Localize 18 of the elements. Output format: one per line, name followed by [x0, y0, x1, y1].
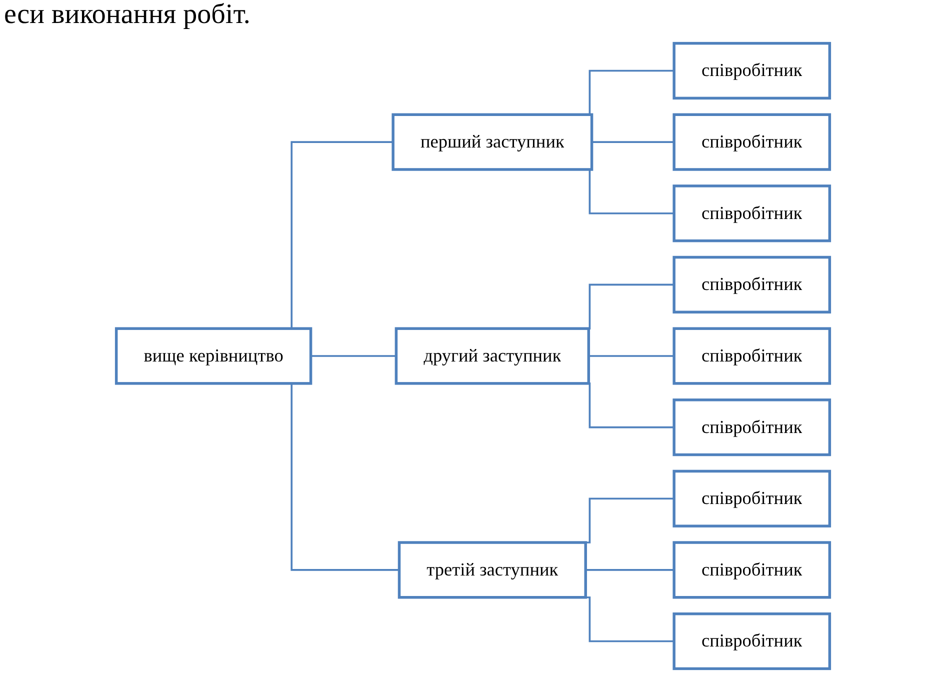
- note-text: еси виконання робіт.: [4, 0, 250, 30]
- node-box: другий заступник: [394, 327, 590, 385]
- node-box: співробітник: [672, 184, 832, 242]
- node-box: співробітник: [672, 42, 832, 100]
- connector: [592, 141, 674, 143]
- node-box: вище керівництво: [114, 327, 312, 385]
- node-box: співробітник: [672, 113, 832, 171]
- node-box: перший заступник: [392, 113, 594, 171]
- node-box: співробітник: [672, 541, 832, 599]
- node-box: співробітник: [672, 256, 832, 314]
- node-box: співробітник: [672, 612, 832, 670]
- node-box: третій заступник: [398, 541, 587, 599]
- node-box: співробітник: [672, 398, 832, 456]
- connector: [586, 569, 674, 571]
- connector: [588, 355, 674, 357]
- node-box: співробітник: [672, 470, 832, 528]
- node-box: співробітник: [672, 327, 832, 385]
- connector: [310, 355, 396, 357]
